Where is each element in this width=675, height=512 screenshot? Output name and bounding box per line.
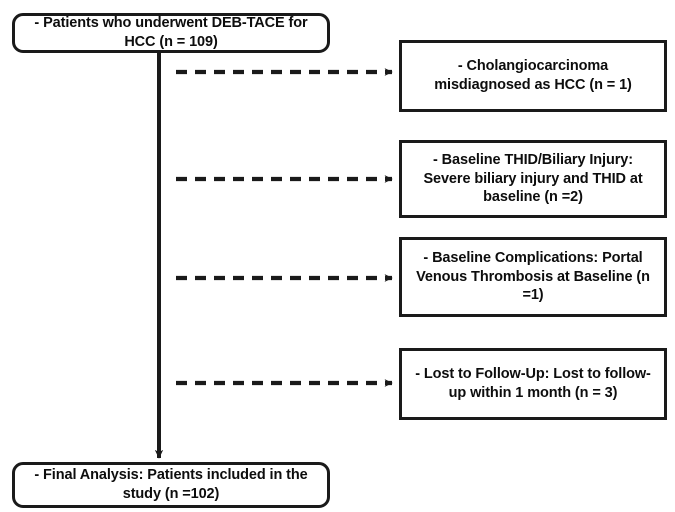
node-exclusion-2: - Baseline THID/Biliary Injury: Severe b… <box>399 140 667 218</box>
node-exclusion-3: - Baseline Complications: Portal Venous … <box>399 237 667 317</box>
node-exclusion-3-label: - Baseline Complications: Portal Venous … <box>416 250 650 304</box>
node-final-analysis-label: - Final Analysis: Patients included in t… <box>34 467 308 502</box>
node-exclusion-2-label: - Baseline THID/Biliary Injury: Severe b… <box>423 152 643 206</box>
node-exclusion-1: - Cholangiocarcinoma misdiagnosed as HCC… <box>399 40 667 112</box>
node-enrolled-patients: - Patients who underwent DEB-TACE for HC… <box>12 13 330 53</box>
node-enrolled-patients-label: - Patients who underwent DEB-TACE for HC… <box>34 15 308 50</box>
node-exclusion-4: - Lost to Follow-Up: Lost to follow-up w… <box>399 348 667 420</box>
node-exclusion-1-label: - Cholangiocarcinoma misdiagnosed as HCC… <box>434 58 632 93</box>
node-exclusion-4-label: - Lost to Follow-Up: Lost to follow-up w… <box>415 366 651 401</box>
node-final-analysis: - Final Analysis: Patients included in t… <box>12 462 330 508</box>
